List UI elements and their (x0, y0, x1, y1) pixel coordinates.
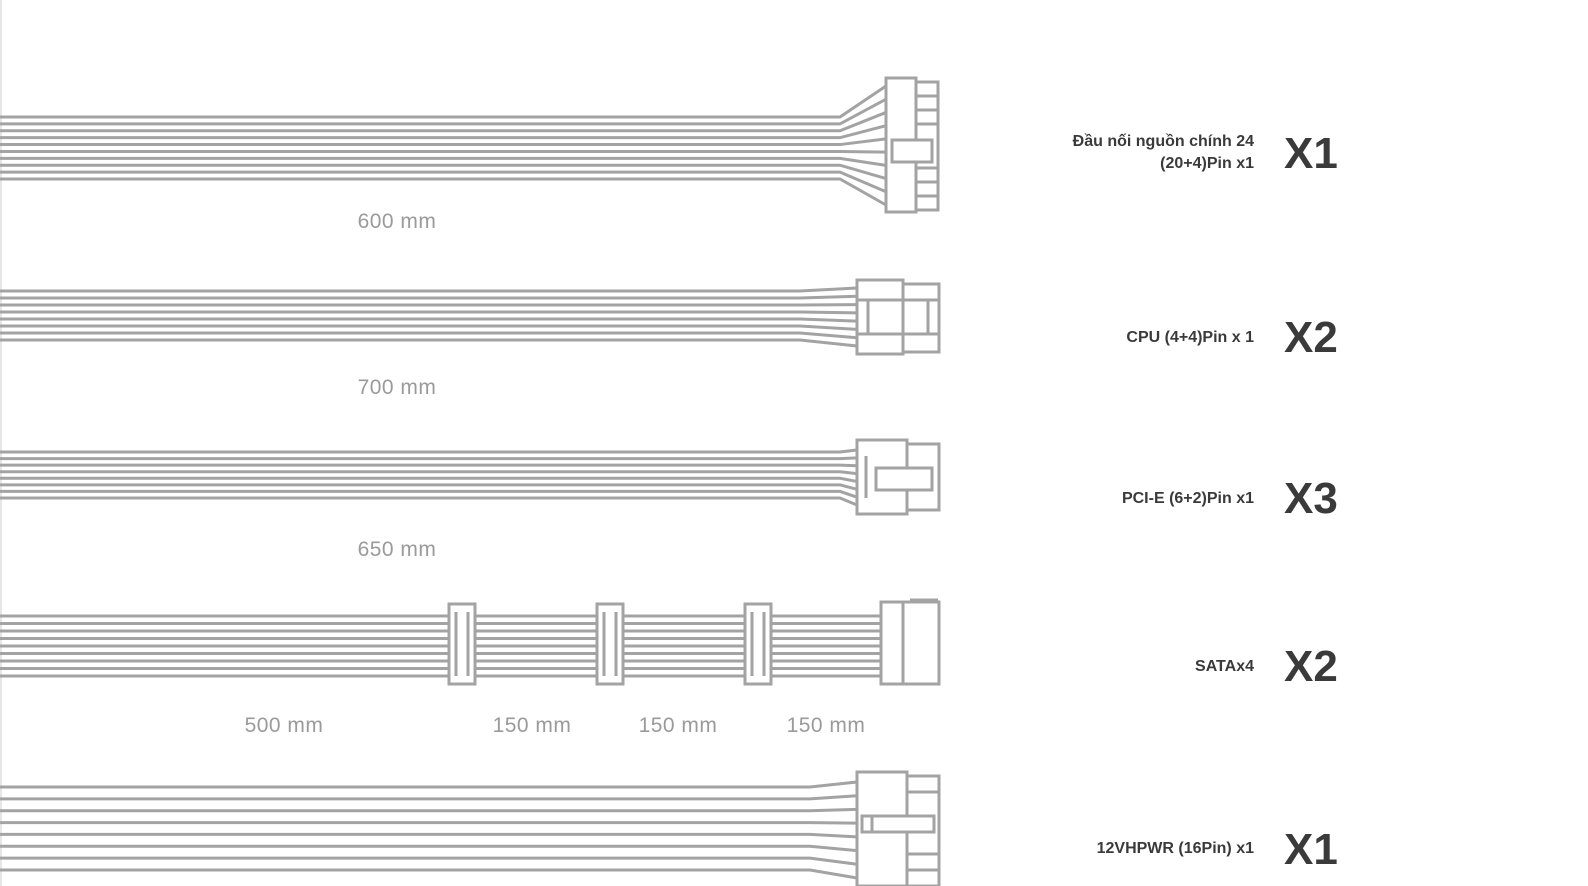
wire (0, 470, 858, 476)
wire (0, 324, 858, 331)
cable-12vhpwr: 12VHPWR (16Pin) x1 X1 (0, 770, 1338, 886)
wire (0, 97, 887, 126)
cable-length-label: 700 mm (358, 376, 437, 399)
cable-length-label: 500 mm (245, 714, 324, 737)
pcie-8pin-connector (855, 438, 941, 516)
cable-name-line: PCI-E (6+2)Pin x1 (1122, 490, 1254, 507)
wire (0, 780, 858, 789)
12vhpwr-connector (855, 770, 941, 886)
cable-name-line: (20+4)Pin x1 (1160, 155, 1254, 172)
cable-atx-wires (0, 84, 887, 207)
wire (0, 338, 858, 348)
wire (0, 856, 858, 866)
wire (0, 832, 858, 839)
wire (0, 310, 858, 315)
cable-name-line: CPU (4+4)Pin x 1 (1126, 329, 1254, 346)
wire (0, 111, 887, 133)
atx-24pin-connector (884, 76, 940, 214)
wire (0, 794, 858, 801)
cable-sata: 500 mm 150 mm 150 mm 150 mm SATAx4 X2 (0, 598, 1338, 737)
cable-length-label: 150 mm (639, 714, 718, 737)
wire (0, 163, 887, 180)
cable-quantity: X2 (1284, 642, 1338, 691)
cable-name-line: Đầu nối nguồn chính 24 (1073, 133, 1254, 150)
wire (0, 170, 887, 194)
wire (0, 456, 858, 461)
wire (0, 331, 858, 340)
cable-name-line: SATAx4 (1195, 658, 1254, 675)
wire (0, 294, 858, 300)
wire (0, 489, 858, 499)
sata-connector-1 (447, 602, 477, 686)
cable-name-line: 12VHPWR (16Pin) x1 (1097, 840, 1254, 857)
wire (0, 821, 858, 825)
cable-quantity: X3 (1284, 474, 1338, 523)
wire (0, 156, 887, 167)
sata-connector-2 (595, 602, 625, 686)
cpu-8pin-connector (855, 278, 941, 356)
12vhpwr-latch (860, 814, 936, 834)
atx-latch (890, 138, 934, 164)
wire (0, 476, 858, 483)
wire (0, 807, 858, 813)
pcie-latch (874, 466, 934, 492)
cpu-connector-tail (901, 282, 941, 354)
wire (0, 84, 887, 119)
wire (0, 137, 887, 147)
cable-length-label: 150 mm (493, 714, 572, 737)
wire (0, 124, 887, 140)
cable-length-label: 600 mm (358, 210, 437, 233)
cable-length-label: 650 mm (358, 538, 437, 561)
wire (0, 844, 858, 853)
cable-cpu-8pin: 700 mm CPU (4+4)Pin x 1 X2 (0, 278, 1338, 399)
wire (0, 286, 858, 293)
wire (0, 496, 858, 507)
wire (0, 463, 858, 468)
cable-quantity: X1 (1284, 129, 1338, 178)
cable-cpu-wires (0, 286, 858, 348)
wire (0, 448, 858, 454)
cable-12vhpwr-wires (0, 780, 858, 880)
cable-pcie-wires (0, 448, 858, 507)
cable-sata-wires (0, 614, 881, 678)
cable-length-label: 150 mm (787, 714, 866, 737)
wire (0, 177, 887, 207)
cable-atx-24pin: 600 mm Đầu nối nguồn chính 24 (20+4)Pin … (0, 76, 1338, 233)
cpu-connector-body (855, 278, 905, 356)
wire (0, 149, 887, 154)
sata-connector-3 (743, 602, 773, 686)
cable-quantity: X2 (1284, 313, 1338, 362)
sata-connector-end (879, 598, 941, 686)
wire (0, 868, 858, 880)
cable-quantity: X1 (1284, 825, 1338, 874)
cable-pcie-8pin: 650 mm PCI-E (6+2)Pin x1 X3 (0, 438, 1338, 561)
wire (0, 317, 858, 323)
wire (0, 483, 858, 491)
